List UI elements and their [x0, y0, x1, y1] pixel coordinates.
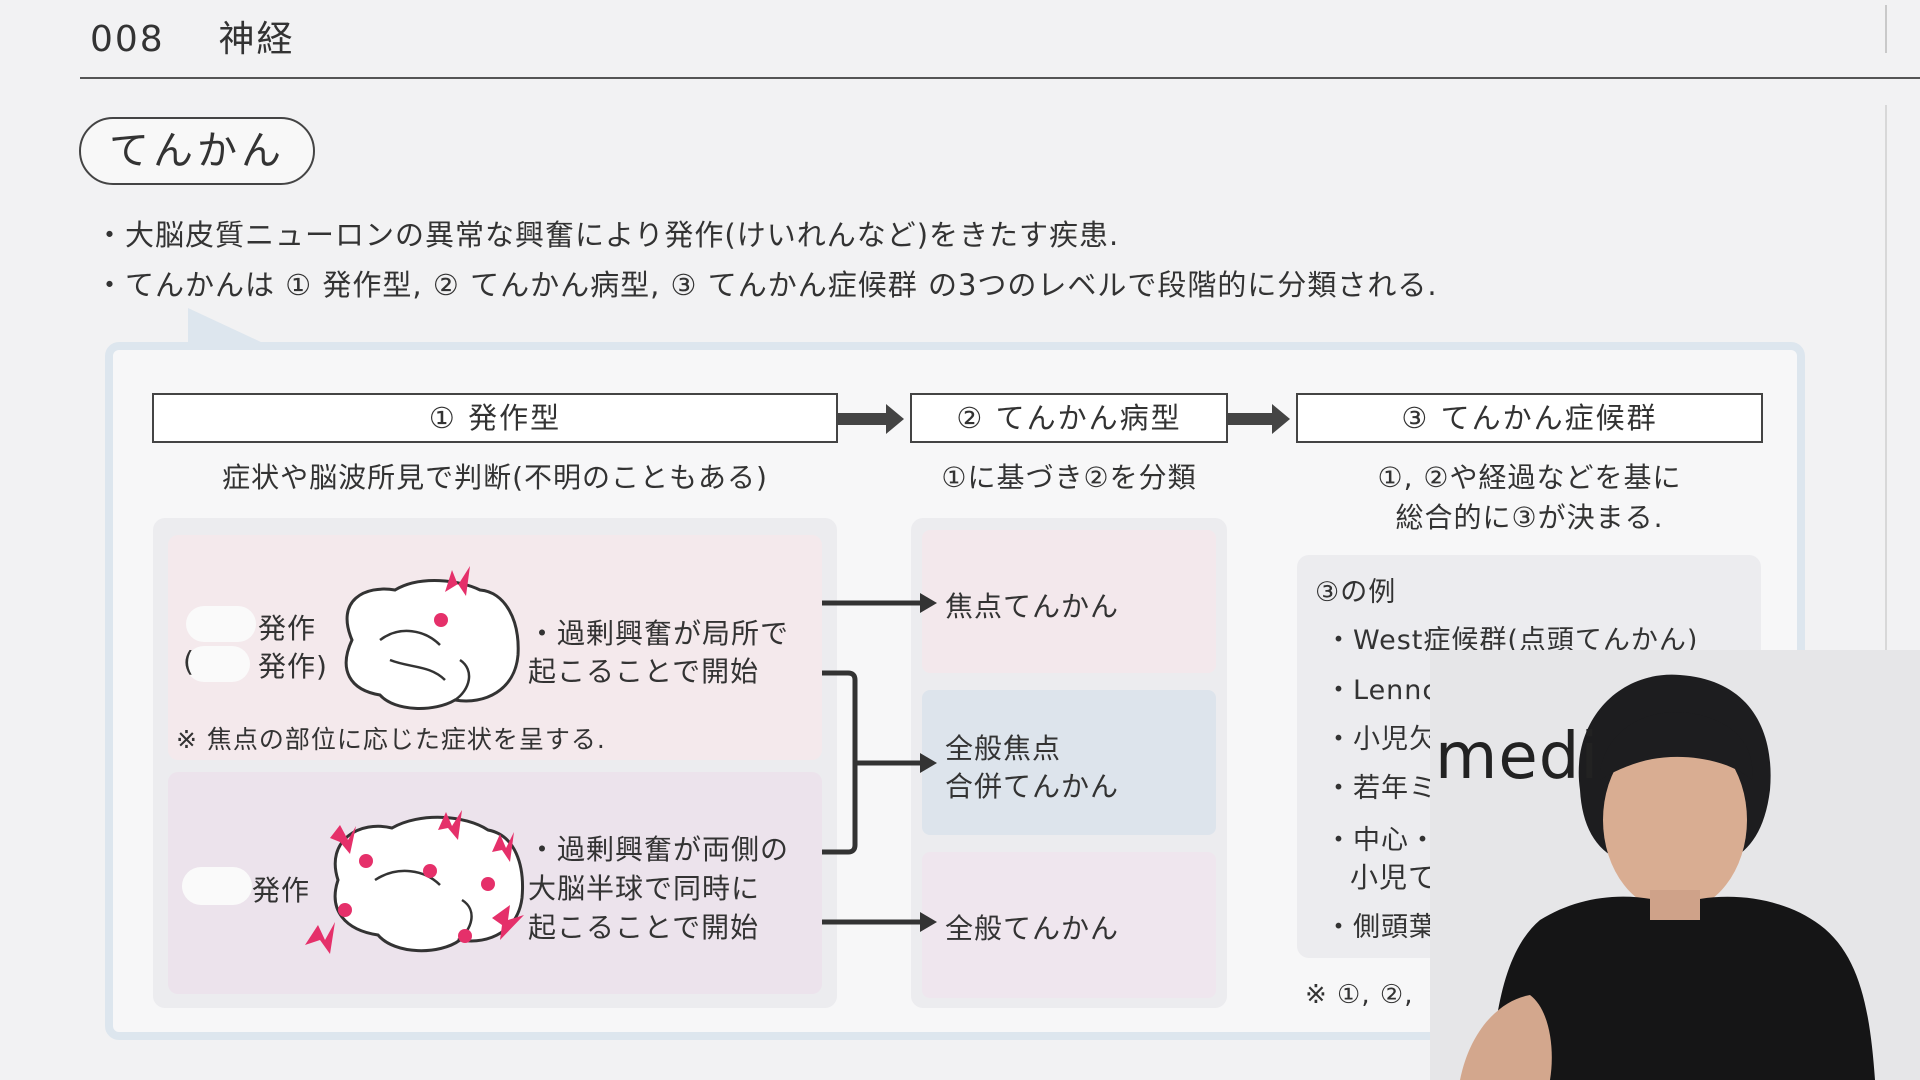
bullet-classification: ・てんかんは ① 発作型, ② てんかん病型, ③ てんかん症候群 の3つのレベ… [95, 268, 1438, 302]
combined-bracket-icon [822, 670, 937, 855]
presenter-webcam [1430, 650, 1920, 1080]
focal-paren-open: ( [183, 645, 195, 678]
footnote: ※ ①, ②, [1305, 980, 1414, 1010]
example-item: ・側頭葉 [1325, 912, 1437, 943]
example-item: ・若年ミ [1325, 773, 1437, 804]
generalized-desc-line-3: 起こることで開始 [528, 911, 760, 944]
focal-epilepsy-label: 焦点てんかん [945, 590, 1120, 623]
masked-word-generalized [182, 867, 252, 905]
lecture-subject: 神経 [218, 19, 295, 60]
header-arrow-1-icon [838, 404, 904, 434]
bullet-definition: ・大脳皮質ニューロンの異常な興奮により発作(けいれんなど)をきたす疾患. [95, 218, 1120, 252]
generalized-epilepsy-box [922, 852, 1216, 998]
generalized-to-type-arrow-icon [822, 912, 937, 932]
focal-epilepsy-box [922, 530, 1216, 673]
syndrome-subtitle-line-2: 総合的に③が決まる. [1395, 501, 1664, 534]
generalized-desc-line-2: 大脳半球で同時に [528, 872, 761, 905]
epilepsy-type-header: ② てんかん病型 [910, 393, 1228, 443]
generalized-epilepsy-label: 全般てんかん [945, 912, 1120, 945]
focal-desc-line-1: ・過剰興奮が局所で [528, 617, 790, 650]
masked-word-focal-alt [186, 646, 250, 682]
callout-tail [188, 308, 263, 343]
generalized-brain-icon [305, 810, 525, 954]
combined-epilepsy-label-line-1: 全般焦点 [945, 732, 1062, 765]
example-item: ・中心・ [1325, 825, 1437, 856]
focal-to-type-arrow-icon [822, 593, 937, 613]
focal-seizure-alt-label: 発作) [258, 650, 328, 683]
syndrome-subtitle-line-1: ①, ②や経過などを基に [1377, 461, 1682, 494]
examples-title: ③の例 [1315, 577, 1397, 608]
seizure-type-subtitle: 症状や脳波所見で判断(不明のこともある) [222, 461, 768, 494]
slide-title: てんかん [79, 117, 315, 185]
header-edge-line [1885, 5, 1887, 53]
lecture-code: 008 [90, 19, 165, 60]
epilepsy-type-subtitle: ①に基づき②を分類 [941, 461, 1197, 494]
seizure-type-header: ① 発作型 [152, 393, 838, 443]
page-edge-line [1885, 105, 1887, 1080]
focal-seizure-label: 発作 [258, 612, 317, 645]
epilepsy-syndrome-subtitle: ①, ②や経過などを基に 総合的に③が決まる. [1296, 458, 1763, 538]
generalized-seizure-label: 発作 [252, 874, 311, 907]
header-arrow-2-icon [1228, 404, 1290, 434]
combined-epilepsy-label-line-2: 合併てんかん [945, 770, 1120, 803]
masked-word-focal [186, 606, 256, 642]
header-divider [80, 77, 1920, 79]
generalized-desc-line-1: ・過剰興奮が両側の [528, 833, 790, 866]
epilepsy-syndrome-header: ③ てんかん症候群 [1296, 393, 1763, 443]
example-item-continuation: 小児て [1350, 861, 1438, 894]
lecture-header: 008 神経 [90, 10, 295, 62]
focal-desc-line-2: 起こることで開始 [528, 655, 760, 688]
example-item: ・小児欠 [1325, 724, 1437, 755]
focal-brain-icon [344, 566, 520, 710]
presenter-figure-icon [1430, 650, 1920, 1080]
example-item: ・Lennc [1325, 675, 1439, 706]
brand-logo: medi [1435, 720, 1600, 794]
combined-epilepsy-box [922, 690, 1216, 835]
focal-note: ※ 焦点の部位に応じた症状を呈する. [176, 725, 606, 754]
